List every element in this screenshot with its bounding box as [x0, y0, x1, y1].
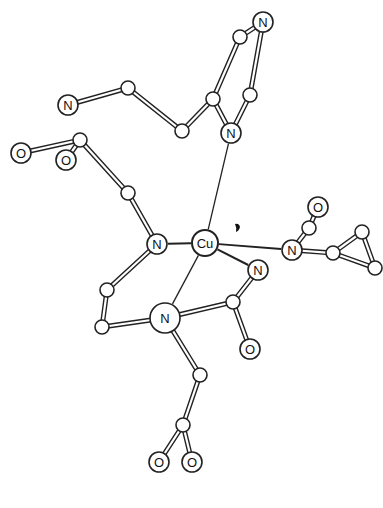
atom-circle: N [146, 233, 168, 255]
atom-circle: N [220, 122, 242, 144]
atom-circle: Cu [191, 229, 219, 257]
atom-circle: N [57, 94, 79, 116]
coordination-bond [173, 255, 199, 304]
coordination-bond [168, 242, 191, 244]
atom-label: N [226, 127, 235, 140]
atom-label: O [16, 147, 26, 160]
atom-label: N [63, 99, 72, 112]
coordination-bond [219, 244, 281, 249]
carbon-atoms [73, 30, 382, 432]
atom-label: O [245, 343, 255, 356]
atom-circle: O [10, 142, 32, 164]
atom-circle: O [148, 451, 170, 473]
atom-circle: O [239, 338, 261, 360]
atom-circle: N [281, 239, 303, 261]
atom-label: O [187, 456, 197, 469]
bond-fill [21, 22, 375, 462]
coordination-bond [217, 249, 248, 265]
atom-circle: N [149, 302, 181, 334]
small-mark [235, 224, 240, 232]
atom-circle: O [55, 149, 77, 171]
coordination-bond [208, 144, 228, 230]
atom-label: Cu [197, 237, 214, 250]
atom-label: O [313, 201, 323, 214]
atom-label: N [253, 264, 262, 277]
atom-label: N [160, 312, 169, 325]
atom-circle: O [307, 196, 329, 218]
atom-circle: N [247, 259, 269, 281]
atom-label: N [152, 238, 161, 251]
atom-circle: O [181, 451, 203, 473]
atom-label: O [154, 456, 164, 469]
atom-label: O [61, 154, 71, 167]
atom-label: N [258, 16, 267, 29]
atom-label: N [287, 244, 296, 257]
bond-outline [21, 22, 375, 462]
atom-circle: N [252, 11, 274, 33]
